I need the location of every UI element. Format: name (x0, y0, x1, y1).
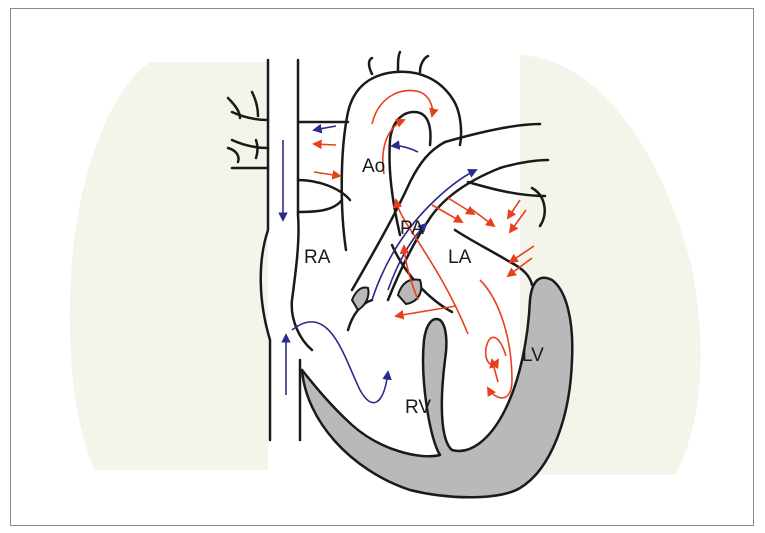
flow-arrow-aortic-arch-2 (383, 120, 404, 174)
aortic-valve (398, 280, 421, 304)
aortic-branch-2 (398, 52, 400, 70)
right-atrium-wall (292, 215, 312, 350)
flow-arrow-lv-swirl (486, 337, 506, 364)
label-right-atrium: RA (304, 247, 331, 268)
flow-arrow-left-blue-1 (314, 126, 336, 130)
flow-arrow-pv-3 (470, 208, 494, 226)
atrial-septum (392, 245, 452, 312)
label-left-ventricle: LV (522, 345, 544, 366)
flow-arrow-pa-left (392, 146, 418, 152)
flow-arrow-left-red-2 (314, 172, 340, 176)
label-right-ventricle: RV (405, 397, 431, 418)
pulmonary-valve (352, 288, 369, 311)
flow-arrow-pv-1 (432, 205, 462, 222)
label-left-atrium: LA (448, 247, 472, 268)
ventricle-myocardium (302, 278, 572, 497)
aortic-branch-3 (420, 56, 428, 72)
flow-arrow-pv-4 (508, 200, 520, 218)
left-lung-shape (70, 62, 268, 470)
flow-arrow-pv-2 (448, 198, 474, 214)
label-pulmonary-artery: PA (400, 218, 424, 239)
aortic-arch-inner (389, 112, 430, 235)
flow-arrow-lv-left (396, 306, 456, 316)
flow-arrow-aortic-arch (372, 90, 433, 124)
vessel-connector-3 (298, 200, 342, 212)
aortic-branch-1 (369, 58, 372, 74)
label-aorta: Ao (362, 156, 385, 177)
flow-arrow-left-red-1 (314, 144, 336, 145)
